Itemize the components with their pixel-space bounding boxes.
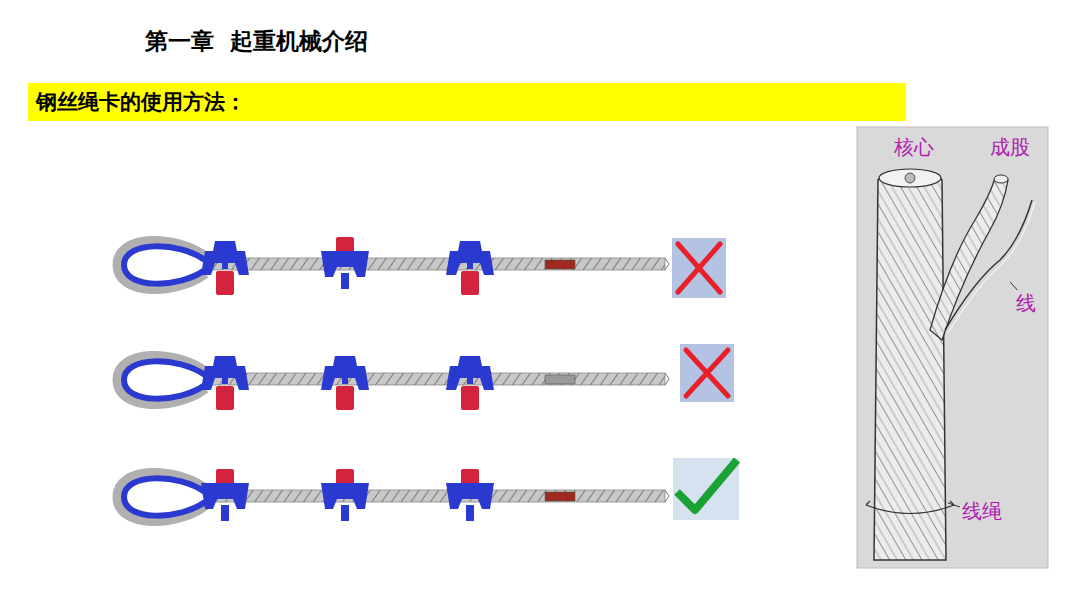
rope-end: [665, 258, 669, 270]
wire-rope-clip: [321, 237, 369, 289]
rope-assembly: [118, 458, 739, 521]
rope-structure-figure: [857, 127, 1048, 568]
wire-rope-clip: [201, 241, 249, 295]
rope-eye: [118, 356, 205, 403]
wrong-mark: [680, 344, 734, 402]
wire-rope-clip: [446, 356, 494, 410]
rope-eye: [118, 241, 205, 288]
wire-rope: [195, 490, 665, 502]
correct-mark: [673, 458, 739, 520]
wire-rope-clip: [201, 356, 249, 410]
rope-eye: [118, 473, 205, 520]
thimble: [124, 246, 205, 283]
wire-rope-clip: [446, 469, 494, 521]
part-label: 成股: [988, 134, 1032, 161]
wire-rope-clip: [321, 469, 369, 521]
wire-rope-clip: [446, 241, 494, 295]
wrong-mark: [672, 238, 726, 298]
chapter-title: 第一章 起重机械介绍: [145, 26, 368, 57]
rope-assembly: [118, 344, 734, 410]
heading-band: 钢丝绳卡的使用方法：: [28, 83, 906, 121]
part-label: 核心: [892, 134, 936, 161]
rope-end: [665, 490, 669, 502]
thimble: [124, 361, 205, 398]
part-label: 线绳: [960, 498, 1004, 525]
wire-rope-clip: [201, 469, 249, 521]
wire-rope: [195, 373, 665, 385]
rope-end: [665, 373, 669, 385]
part-label: 线: [1014, 290, 1038, 317]
seizing: [545, 260, 575, 269]
section-heading: 钢丝绳卡的使用方法：: [36, 88, 898, 116]
wire-rope: [195, 258, 665, 270]
seizing: [545, 375, 575, 384]
seizing: [545, 492, 575, 501]
thimble: [124, 478, 205, 515]
rope-assembly: [118, 237, 726, 298]
wire-rope-clip: [321, 356, 369, 410]
